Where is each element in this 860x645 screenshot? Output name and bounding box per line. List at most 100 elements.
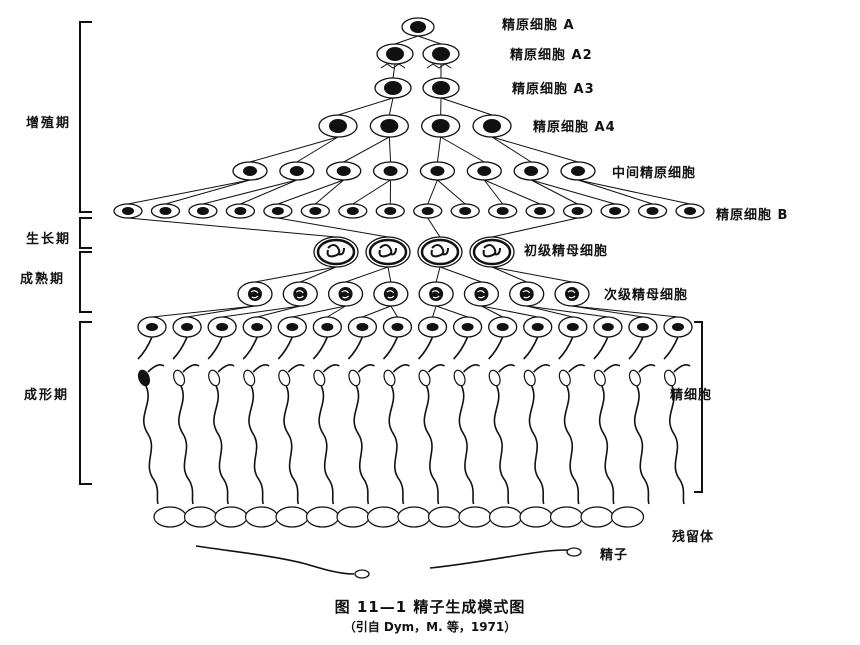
lineage-line bbox=[491, 266, 527, 283]
lineage-line bbox=[440, 136, 485, 163]
cell-icon bbox=[338, 203, 368, 219]
dividing-cell-icon bbox=[347, 316, 378, 338]
lineage-line bbox=[526, 305, 608, 318]
spermatid-icon bbox=[347, 336, 375, 505]
dividing-cell-icon bbox=[554, 281, 590, 307]
lineage-line bbox=[151, 305, 256, 318]
lineage-line bbox=[481, 305, 503, 318]
lineage-line bbox=[387, 266, 392, 283]
cell-icon bbox=[369, 114, 409, 138]
label-spermatogonia-a4: 精原细胞 A4 bbox=[533, 120, 616, 135]
cell-icon bbox=[513, 161, 549, 181]
spermatid-icon bbox=[382, 336, 410, 505]
residual-body-icon bbox=[610, 506, 645, 528]
spermatid-icon bbox=[312, 336, 340, 505]
bracket-formation bbox=[79, 321, 92, 485]
dividing-cell-icon bbox=[137, 316, 167, 338]
residual-body-icon bbox=[549, 506, 584, 528]
cell-icon bbox=[450, 203, 480, 219]
lineage-line bbox=[491, 266, 573, 283]
cell-icon bbox=[421, 114, 461, 138]
residual-body-icon bbox=[397, 506, 431, 528]
residual-body-icon bbox=[519, 506, 553, 528]
sperm-icon bbox=[195, 545, 370, 579]
sperm-icon bbox=[429, 547, 582, 569]
cell-icon bbox=[675, 203, 705, 219]
bracket-growth bbox=[79, 217, 92, 249]
lineage-line bbox=[292, 305, 346, 318]
lineage-line bbox=[427, 217, 441, 238]
lineage-line bbox=[202, 179, 297, 205]
bracket-proliferation bbox=[79, 21, 92, 213]
residual-body-icon bbox=[458, 506, 492, 528]
bridge-mark bbox=[426, 63, 452, 69]
dividing-cell-icon bbox=[382, 316, 413, 338]
lineage-line bbox=[127, 179, 251, 205]
label-phase-growth: 生长期 bbox=[26, 232, 72, 247]
dividing-cell-icon bbox=[417, 236, 463, 268]
lineage-line bbox=[491, 136, 579, 163]
lineage-line bbox=[327, 305, 346, 318]
lineage-line bbox=[436, 136, 442, 163]
lineage-line bbox=[432, 305, 437, 318]
label-phase-proliferation: 增殖期 bbox=[26, 116, 72, 131]
cell-icon bbox=[562, 203, 593, 219]
residual-body-icon bbox=[183, 506, 218, 528]
dividing-cell-icon bbox=[452, 316, 483, 338]
label-spermatogonia-b: 精原细胞 B bbox=[716, 208, 789, 223]
lineage-line bbox=[388, 97, 394, 116]
lineage-line bbox=[440, 97, 493, 116]
lineage-line bbox=[165, 179, 251, 205]
lineage-line bbox=[394, 35, 419, 45]
spermatid-icon bbox=[172, 336, 200, 505]
cell-icon bbox=[419, 161, 456, 181]
spermatid-icon bbox=[488, 336, 516, 505]
lineage-line bbox=[491, 217, 578, 238]
cell-icon bbox=[326, 161, 362, 181]
lineage-line bbox=[439, 266, 482, 283]
spermatid-icon bbox=[593, 336, 621, 505]
cell-icon bbox=[525, 203, 555, 219]
spermatid-icon bbox=[523, 336, 551, 505]
mature-sperm bbox=[195, 545, 582, 579]
cell-icon bbox=[376, 43, 414, 65]
dividing-cell-icon bbox=[488, 316, 518, 338]
residual-body-icon bbox=[305, 506, 340, 528]
residual-body-icon bbox=[214, 506, 248, 528]
cell-icon bbox=[113, 203, 143, 219]
dividing-cell-icon bbox=[628, 316, 658, 338]
lineage-line bbox=[254, 266, 337, 283]
lineage-line bbox=[300, 266, 337, 283]
label-secondary-spermatocyte: 次级精母细胞 bbox=[604, 288, 689, 303]
residual-body-icon bbox=[488, 506, 523, 528]
spermatid-icon bbox=[663, 336, 691, 505]
lineage-line bbox=[427, 179, 438, 205]
dividing-cell-icon bbox=[523, 316, 553, 338]
cell-icon bbox=[422, 43, 460, 65]
cell-icon bbox=[560, 161, 596, 181]
cell-icon bbox=[413, 203, 443, 219]
residual-body-icon bbox=[580, 506, 614, 528]
dividing-cell-icon bbox=[237, 281, 273, 307]
label-intermediate-spermatogonia: 中间精原细胞 bbox=[612, 166, 697, 181]
figure-title: 图 11—1 精子生成模式图 bbox=[334, 598, 526, 616]
dividing-cell-icon bbox=[282, 281, 318, 307]
dividing-cell-icon bbox=[312, 316, 342, 338]
residual-body-icon bbox=[275, 506, 309, 528]
lineage-line bbox=[571, 305, 679, 318]
bracket-maturation bbox=[79, 251, 92, 313]
lineage-line bbox=[491, 136, 532, 163]
cell-icon bbox=[150, 203, 181, 219]
label-residual-body: 残留体 bbox=[672, 530, 715, 545]
label-spermatogonia-a: 精原细胞 A bbox=[502, 18, 575, 33]
dividing-cell-icon bbox=[558, 316, 588, 338]
spermatid-tails bbox=[137, 336, 691, 505]
dividing-cell-icon bbox=[509, 281, 545, 307]
lineage-line bbox=[257, 305, 301, 318]
residual-bodies bbox=[153, 506, 645, 528]
dividing-cell-icon bbox=[469, 236, 515, 268]
lineage-line bbox=[345, 266, 389, 283]
dividing-cell-icon bbox=[365, 236, 411, 268]
lineage-line bbox=[481, 305, 538, 318]
